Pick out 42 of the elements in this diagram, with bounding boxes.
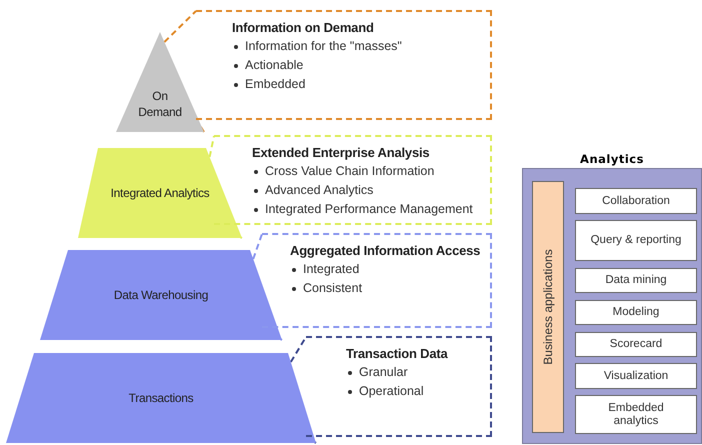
callout-box <box>306 336 492 437</box>
bullet-item: Consistent <box>303 280 362 297</box>
capability-box <box>575 220 697 261</box>
bullet-item: Granular <box>359 364 408 381</box>
tier-label: On Demand <box>138 88 182 120</box>
capability-box <box>575 332 697 357</box>
capability-box <box>575 300 697 325</box>
bullet-item: Information for the "masses" <box>245 38 402 55</box>
vertical-label: Business applications <box>541 249 555 365</box>
capability-label: Data mining <box>604 274 668 287</box>
capability-label: Embedded analytics <box>607 402 665 428</box>
capability-box <box>575 268 697 293</box>
vertical-bar <box>532 181 564 433</box>
callout-heading: Information on Demand <box>232 20 375 35</box>
connector-line <box>252 234 263 260</box>
bullet-item: Actionable <box>245 57 304 74</box>
callout-heading: Extended Enterprise Analysis <box>252 145 430 160</box>
tier-label: Integrated Analytics <box>110 186 210 200</box>
capability-box <box>575 363 697 389</box>
bullet-item: Advanced Analytics <box>265 182 374 199</box>
bullet-item: Integrated Performance Management <box>265 201 473 218</box>
callout-box <box>196 10 492 120</box>
connector-line <box>208 136 215 158</box>
callout-heading: Aggregated Information Access <box>290 243 482 258</box>
bullet-item: Operational <box>359 383 424 400</box>
bullet-item: Integrated <box>303 261 360 278</box>
bullet-item: Cross Value Chain Information <box>265 163 434 180</box>
capability-label: Collaboration <box>601 194 671 208</box>
capability-label: Scorecard <box>608 338 664 351</box>
capability-box <box>575 188 697 214</box>
callout-box <box>262 233 492 328</box>
capability-label: Visualization <box>602 370 670 382</box>
tier-label: Transactions <box>128 391 194 405</box>
tier-label: Data Warehousing <box>114 288 208 302</box>
capability-box <box>575 395 697 434</box>
bullet-item: Embedded <box>245 76 306 93</box>
panel-title: Analytics <box>579 152 645 166</box>
capability-label: Modeling <box>612 306 660 319</box>
connector-line <box>164 10 197 43</box>
callout-box <box>214 135 492 225</box>
callout-heading: Transaction Data <box>346 346 449 361</box>
capability-label: Query & reporting <box>590 234 682 247</box>
